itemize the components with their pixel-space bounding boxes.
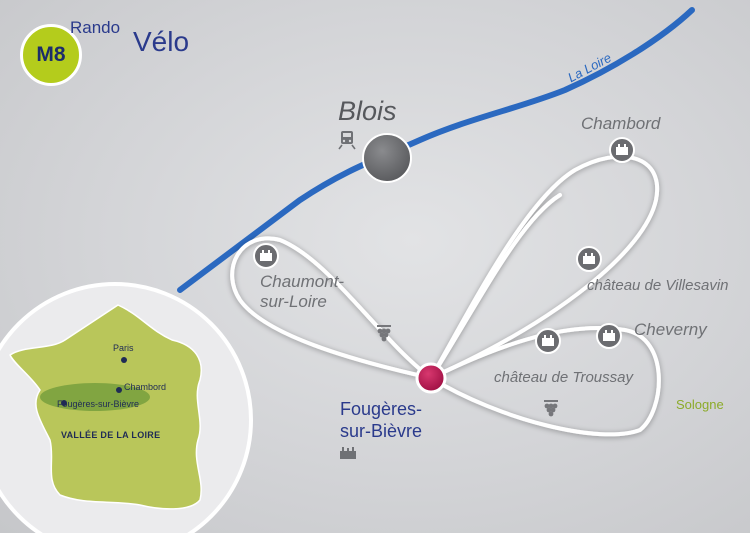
blois-node: [362, 133, 412, 183]
inset-label-fougeres: Fougères-sur-Bièvre: [57, 399, 140, 409]
castle-icon: [609, 137, 635, 163]
castle-icon: [576, 246, 602, 272]
castle-icon: [535, 328, 561, 354]
fougeres-dot: [61, 400, 67, 406]
grape-icon: [544, 400, 558, 417]
place-label-chambord: Chambord: [581, 114, 661, 133]
grape-icon: [377, 325, 391, 342]
loire-region-highlight: [40, 383, 150, 411]
castle-markers: [253, 137, 635, 354]
region-label-sologne: Sologne: [676, 397, 724, 412]
city-label-blois: Blois: [338, 96, 397, 126]
start-label-fougeres: Fougères- sur-Bièvre: [340, 399, 423, 441]
loire-river: [177, 7, 695, 293]
castle-icon: [596, 323, 622, 349]
grape-markers: [377, 325, 558, 417]
place-label-chaumont: Chaumont- sur-Loire: [260, 272, 345, 311]
place-label-troussay: château de Troussay: [494, 369, 633, 386]
brand-name: Vélo: [133, 26, 190, 57]
castle-icon: [340, 447, 356, 459]
castle-icon: [253, 243, 279, 269]
loop-villesavin-link: [429, 193, 562, 380]
start-node: [415, 362, 447, 394]
chambord-dot: [116, 387, 122, 393]
inset-label-chambord: Chambord: [124, 382, 167, 392]
inset-map: [0, 282, 253, 533]
loop-chambord: [429, 154, 660, 380]
route-badge: M8: [20, 24, 82, 86]
place-label-cheverny: Cheverny: [634, 320, 707, 339]
loop-chaumont: [230, 236, 433, 380]
paris-dot: [121, 357, 127, 363]
train-icon: [338, 131, 356, 150]
place-label-villesavin: château de Villesavin: [587, 277, 729, 294]
loop-cheverny: [429, 326, 661, 437]
brand-logo: Rando: [70, 18, 120, 38]
brand-prefix: Rando: [70, 18, 121, 37]
inset-label-paris: Paris: [113, 343, 134, 353]
route-code: M8: [36, 43, 66, 66]
inset-region-title: VALLÉE DE LA LOIRE: [61, 430, 161, 440]
